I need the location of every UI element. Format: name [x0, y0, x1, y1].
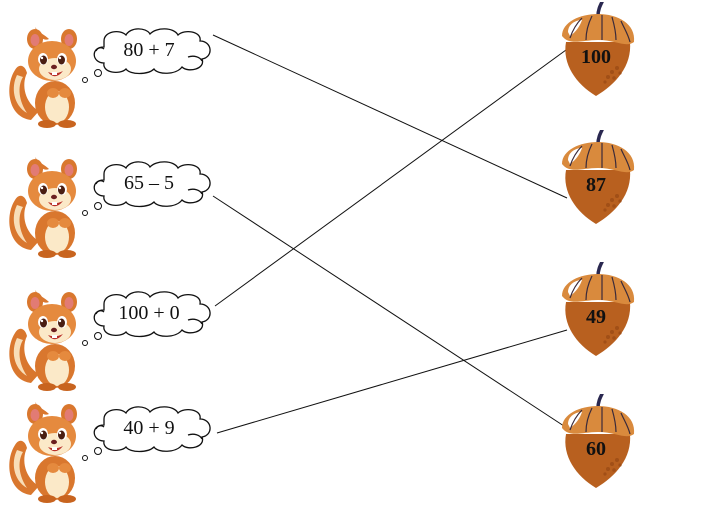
thought-cloud[interactable]: 40 + 9: [88, 405, 218, 455]
acorn-icon: [562, 260, 635, 356]
acorn-answer[interactable]: 60: [558, 392, 638, 494]
thought-dot: [82, 340, 88, 346]
thought-cloud[interactable]: 65 – 5: [88, 160, 218, 210]
thought-cloud[interactable]: 80 + 7: [88, 27, 218, 77]
match-line-80-plus-7: [212, 34, 568, 199]
squirrel-image: [5, 25, 90, 130]
acorn-number: 60: [586, 438, 606, 460]
thought-dot: [94, 69, 102, 77]
thought-dot: [82, 210, 88, 216]
thought-dot: [82, 455, 88, 461]
match-line-40-plus-9: [216, 329, 568, 434]
acorn-answer[interactable]: 49: [558, 260, 638, 362]
acorn-answer[interactable]: 87: [558, 128, 638, 230]
acorn-number: 87: [586, 174, 606, 196]
expression-text: 40 + 9: [123, 416, 175, 439]
match-line-100-plus-0: [214, 49, 567, 307]
squirrel-image: [5, 155, 90, 260]
match-line-65-minus-5: [212, 195, 568, 429]
squirrel-image: [5, 288, 90, 393]
thought-dot: [94, 202, 102, 210]
acorn-icon: [562, 392, 635, 488]
thought-cloud[interactable]: 100 + 0: [88, 290, 218, 340]
expression-text: 100 + 0: [118, 301, 180, 324]
squirrel-image: [5, 400, 90, 505]
thought-dot: [82, 77, 88, 83]
acorn-number: 100: [581, 46, 611, 68]
acorn-number: 49: [586, 306, 606, 328]
expression-text: 80 + 7: [123, 38, 175, 61]
acorn-answer[interactable]: 100: [558, 0, 638, 102]
expression-text: 65 – 5: [124, 171, 174, 194]
acorn-icon: [562, 0, 635, 96]
acorn-icon: [562, 128, 635, 224]
thought-dot: [94, 447, 102, 455]
thought-dot: [94, 332, 102, 340]
